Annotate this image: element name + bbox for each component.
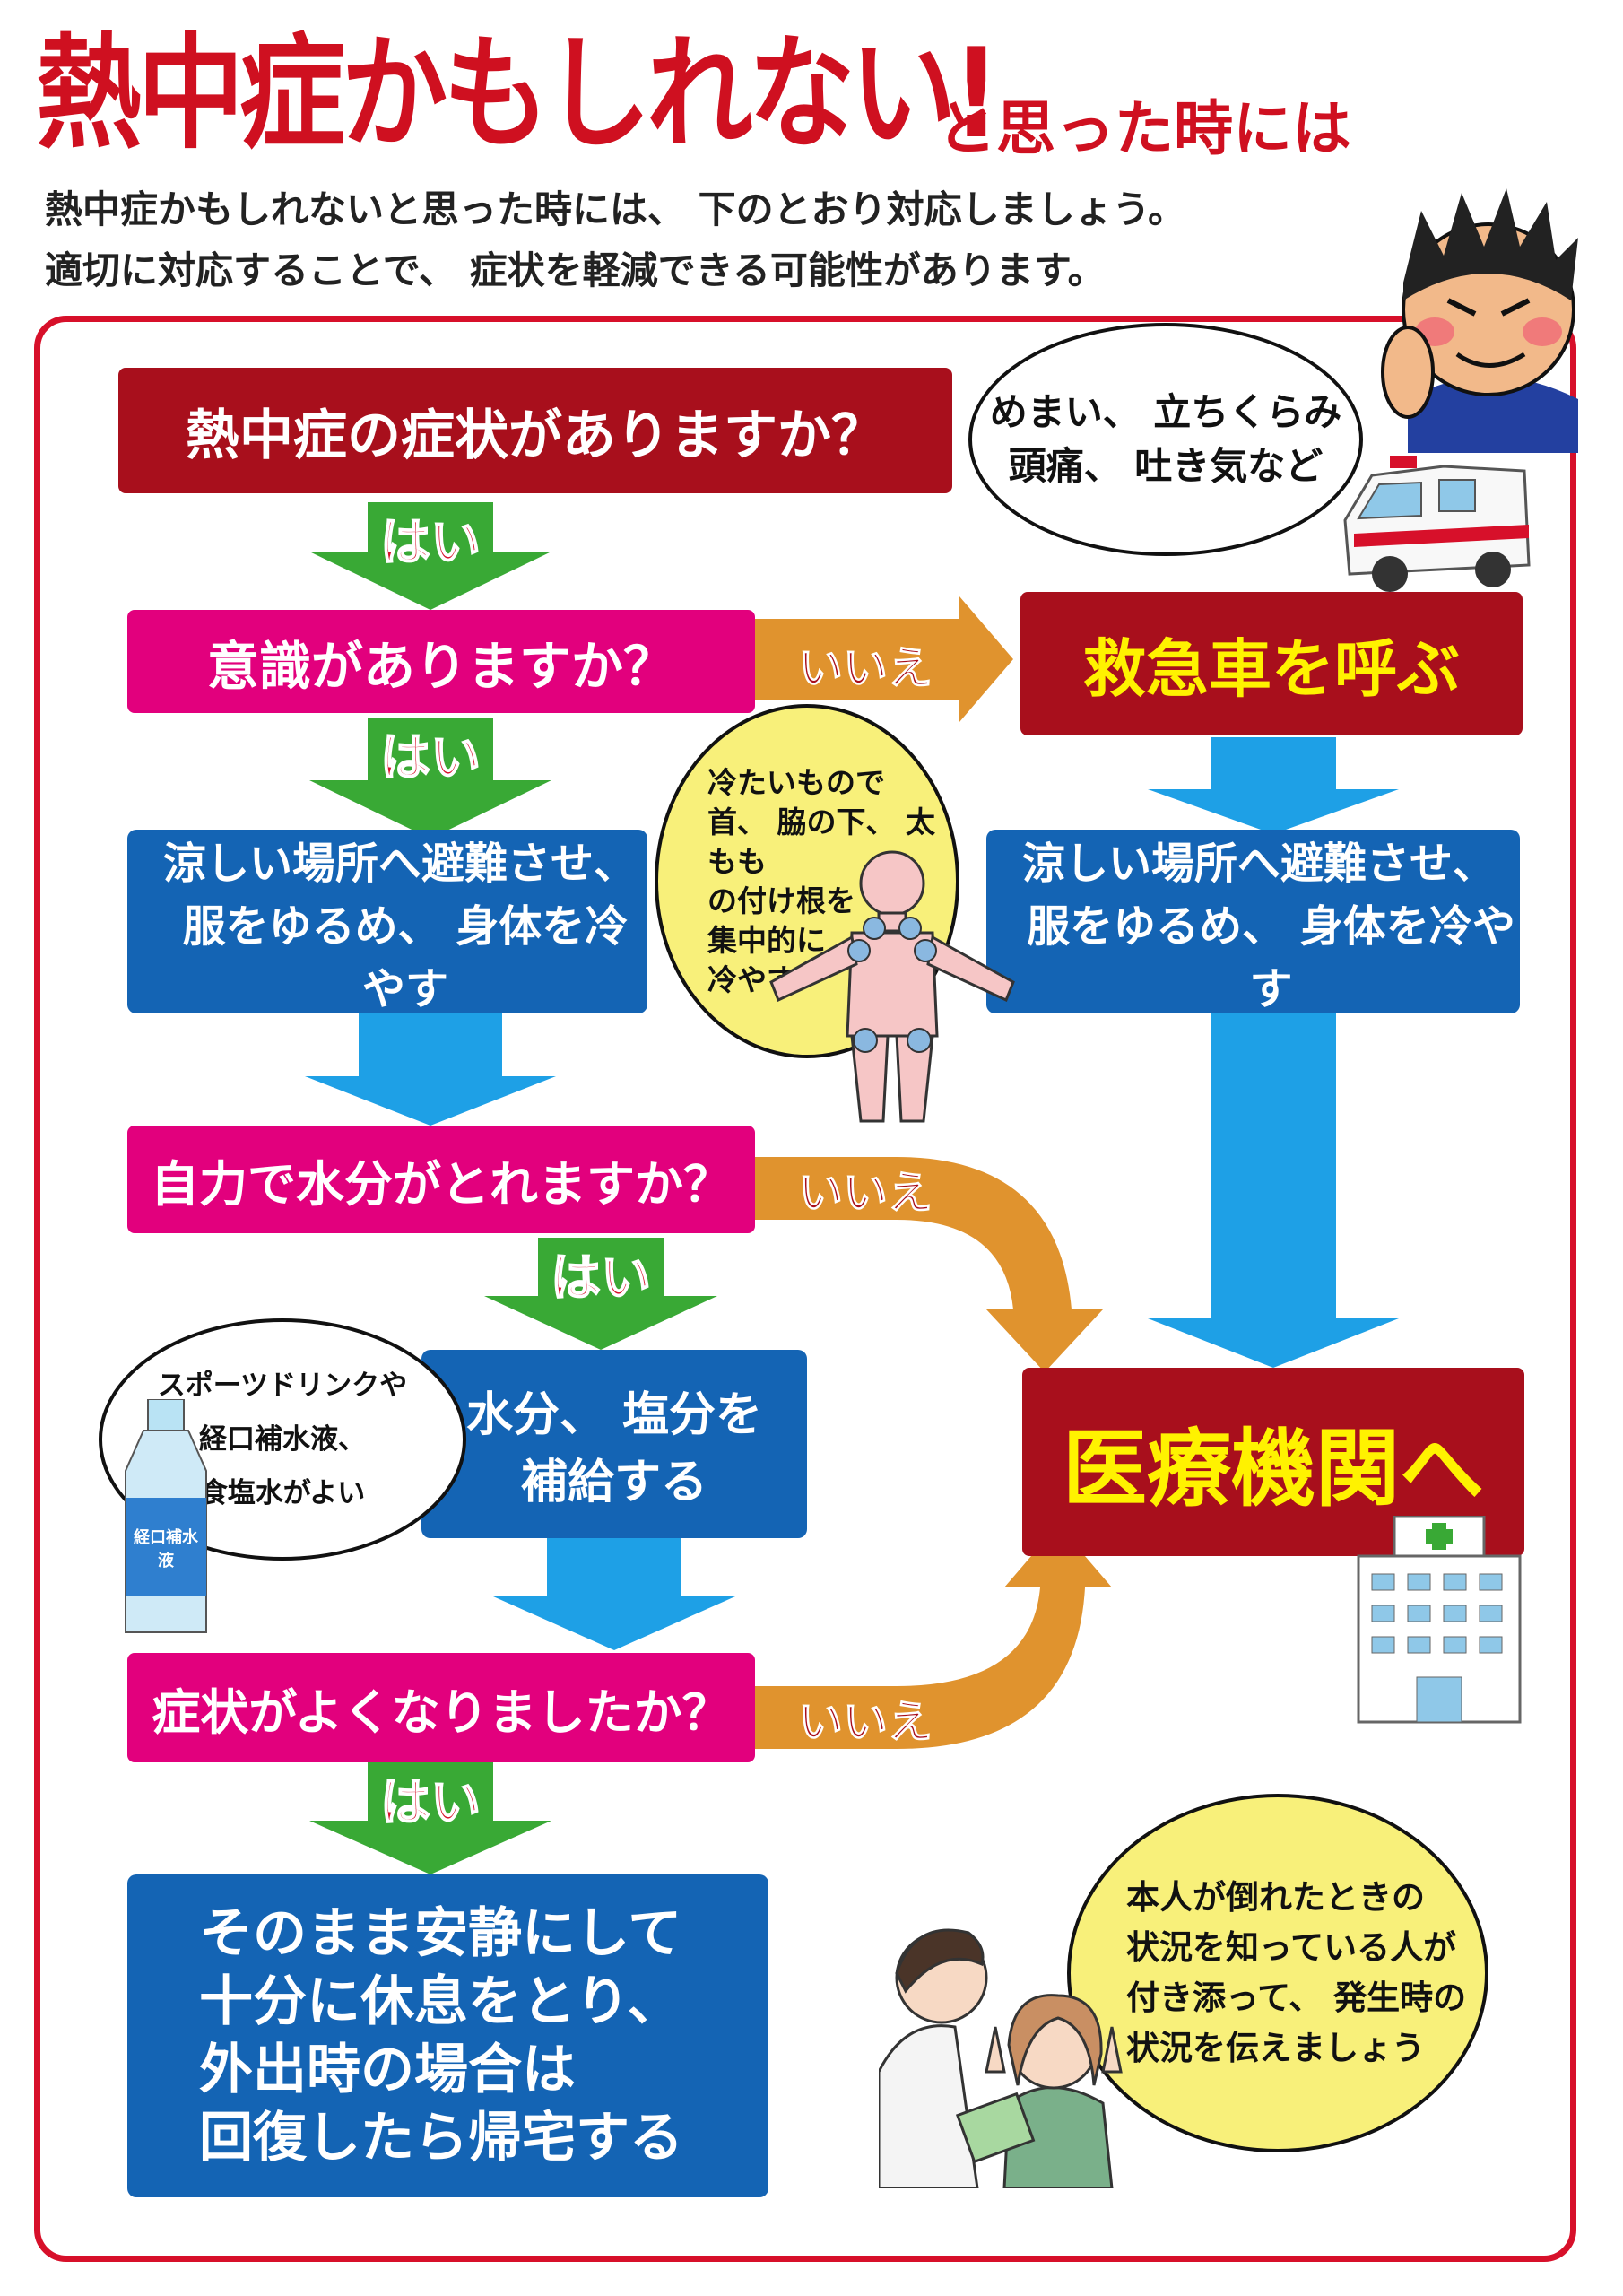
yes-arrow-2 xyxy=(309,718,551,839)
question-symptoms: 熱中症の症状がありますか？ xyxy=(118,368,952,493)
yes-label-2: はい xyxy=(379,728,482,788)
final-line-4: 回復したら帰宅する xyxy=(199,2107,683,2170)
witness-tips-bubble: 本人が倒れたときの 状況を知っている人が 付き添って、 発生時の 状況を伝えまし… xyxy=(1067,1794,1488,2152)
boy-character-icon xyxy=(1381,188,1578,453)
witness-line-4: 状況を伝えましょう xyxy=(1126,2029,1425,2067)
cooling-line-2: 首、 脇の下、 太もも xyxy=(707,804,935,879)
hospital-icon xyxy=(1357,1516,1522,1724)
yes-label-4: はい xyxy=(379,1773,482,1833)
cooling-line-1: 冷たいもので xyxy=(707,764,885,800)
cool-down-box-right: 涼しい場所へ避難させ、 服をゆるめ、 身体を冷やす xyxy=(986,830,1520,1014)
water-bottle-icon: 経口補水液 xyxy=(108,1399,224,1641)
yes-arrow-3 xyxy=(484,1238,717,1350)
rest-box: そのまま安静にして 十分に休息をとり、 外出時の場合は 回復したら帰宅する xyxy=(127,1874,768,2197)
flowchart-frame xyxy=(34,316,1576,2262)
down-arrow-right-2 xyxy=(1148,1013,1399,1368)
bottle-label: 経口補水液 xyxy=(134,1528,198,1570)
down-arrow-right-1 xyxy=(1148,737,1399,834)
yes-arrow-4 xyxy=(309,1762,551,1874)
question-hydrate: 自力で水分がとれますか？ xyxy=(127,1126,755,1233)
final-line-1: そのまま安静にして xyxy=(199,1902,682,1965)
witness-line-1: 本人が倒れたときの xyxy=(1126,1878,1425,1917)
hydrate-line-1: 水分、 塩分を xyxy=(465,1388,763,1442)
cooling-line-3: の付け根を xyxy=(707,883,855,918)
ambulance-icon xyxy=(1343,456,1531,592)
question-conscious: 意識がありますか？ xyxy=(127,610,755,713)
yes-label-1: はい xyxy=(379,513,482,573)
cool-left-line-2: 服をゆるめ、 身体を冷やす xyxy=(182,900,629,1014)
no-arrow-3 xyxy=(753,1525,1112,1749)
no-arrow-1 xyxy=(753,596,1013,722)
no-label-1: いいえ xyxy=(798,642,933,695)
hydrate-line-2: 補給する xyxy=(520,1456,707,1509)
page-title: 熱中症かもしれない! xyxy=(36,22,1001,166)
down-arrow-center xyxy=(493,1538,735,1650)
body-diagram-icon xyxy=(769,850,1015,1123)
symptoms-bubble: めまい、 立ちくらみ 頭痛、 吐き気など xyxy=(968,323,1363,556)
final-line-2: 十分に休息をとり、 xyxy=(199,1970,681,2033)
no-arrow-2 xyxy=(753,1157,1103,1372)
no-label-3: いいえ xyxy=(798,1696,933,1749)
drink-line-2: 経口補水液、 xyxy=(199,1423,366,1456)
cool-left-line-1: 涼しい場所へ避難させ、 xyxy=(163,838,638,889)
intro-line-2: 適切に対応することで、 症状を軽減できる可能性があります。 xyxy=(45,248,1106,292)
nurse-and-patient-icon xyxy=(879,1928,1123,2188)
symptoms-line-2: 頭痛、 吐き気など xyxy=(1008,444,1324,488)
no-label-2: いいえ xyxy=(798,1167,933,1220)
down-arrow-left-1 xyxy=(305,1013,556,1126)
page-title-suffix: と思った時には xyxy=(937,94,1351,163)
cooling-line-4: 集中的に xyxy=(707,922,826,958)
cool-right-line-2: 服をゆるめ、 身体を冷やす xyxy=(1027,900,1515,1014)
symptoms-line-1: めまい、 立ちくらみ xyxy=(989,390,1342,434)
drink-line-1: スポーツドリンクや xyxy=(157,1370,408,1402)
call-ambulance-box: 救急車を呼ぶ xyxy=(1020,592,1523,735)
cool-down-box-left: 涼しい場所へ避難させ、 服をゆるめ、 身体を冷やす xyxy=(127,830,647,1014)
final-line-3: 外出時の場合は xyxy=(199,2039,576,2101)
witness-line-3: 付き添って、 発生時の xyxy=(1126,1979,1467,2017)
intro-line-1: 熱中症かもしれないと思った時には、 下のとおり対応しましょう。 xyxy=(45,187,1186,231)
yes-label-3: はい xyxy=(550,1248,652,1309)
cool-right-line-1: 涼しい場所へ避難させ、 xyxy=(1022,838,1497,889)
drink-line-3: 食塩水がよい xyxy=(199,1477,366,1509)
hydrate-box: 水分、 塩分を 補給する xyxy=(421,1350,807,1538)
yes-arrow-1 xyxy=(309,502,551,610)
witness-line-2: 状況を知っている人が xyxy=(1126,1928,1457,1967)
question-improved: 症状がよくなりましたか？ xyxy=(127,1653,755,1762)
